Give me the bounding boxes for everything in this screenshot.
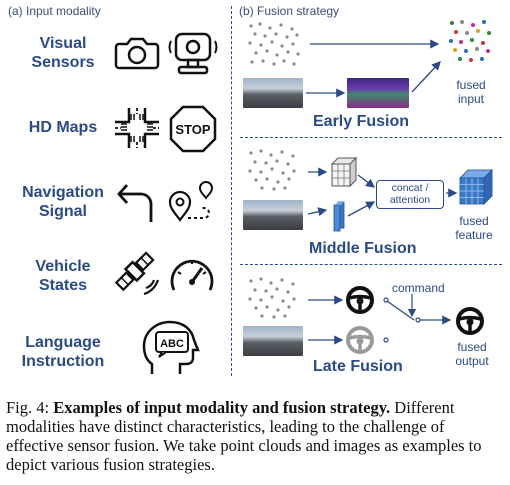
section-separator (240, 137, 502, 138)
section-separator (240, 264, 502, 265)
modality-label-vehicle-states: Vehicle States (14, 257, 112, 295)
output-label-line: input (457, 92, 485, 106)
middle-fusion-title: Middle Fusion (309, 240, 417, 257)
steering-wheel-icon (346, 286, 374, 314)
stop-sign-icon: STOP (169, 105, 217, 153)
modality-label-line: Language (25, 334, 101, 351)
modality-label-line: Visual (39, 35, 87, 52)
late-fusion-output-label: fused output (446, 340, 498, 368)
speedometer-icon (170, 259, 214, 291)
early-fusion-arrows (306, 39, 441, 98)
camera-icon (114, 37, 160, 70)
output-label-line: fused (459, 214, 489, 228)
output-label-line: feature (455, 228, 493, 242)
concat-attention-box: concat / attention (376, 180, 444, 209)
camera-image (243, 326, 303, 356)
early-fusion-title: Early Fusion (313, 113, 410, 130)
modality-label-language-instruction: Language Instruction (8, 333, 118, 371)
fused-feature-cube (459, 169, 493, 205)
panel-divider (231, 6, 232, 376)
speaking-head-icon: ABC (142, 320, 200, 374)
figure-caption: Fig. 4: Examples of input modality and f… (6, 398, 504, 474)
modality-label-line: HD Maps (28, 119, 98, 136)
modality-label-hd-maps: HD Maps (14, 118, 112, 137)
satellite-icon (114, 251, 160, 296)
point-cloud (248, 22, 300, 66)
webcam-icon (168, 32, 218, 75)
abc-text: ABC (160, 338, 184, 350)
fusion-strategy-title: (b) Fusion strategy (239, 4, 340, 18)
point-feature-cube (330, 156, 358, 188)
route-pin-icon (168, 181, 214, 222)
output-label-line: fused (457, 340, 487, 354)
input-modality-title: (a) Input modality (8, 4, 101, 18)
late-fusion-title: Late Fusion (313, 358, 403, 375)
point-cloud (248, 149, 296, 191)
modality-label-visual-sensors: Visual Sensors (14, 34, 112, 72)
segmentation-image (347, 78, 409, 108)
colored-point-cloud (449, 20, 491, 62)
output-label-line: fused (456, 78, 486, 92)
early-fusion-output-label: fused input (446, 78, 496, 106)
stop-sign-text: STOP (175, 122, 210, 137)
modality-label-line: Vehicle (35, 258, 91, 275)
caption-body: Different modalities have distinct chara… (6, 398, 482, 474)
modality-label-line: Instruction (21, 353, 105, 370)
camera-image (243, 200, 303, 230)
middle-fusion-diagram (307, 156, 493, 232)
steering-wheel-icon (456, 307, 484, 335)
modality-label-line: Sensors (31, 54, 95, 71)
modality-label-line: Signal (38, 203, 87, 220)
intersection-icon (115, 108, 159, 148)
late-fusion-diagram (308, 286, 484, 354)
modality-label-line: Navigation (22, 184, 104, 201)
image-feature-slab (333, 201, 345, 232)
concat-box-line: attention (389, 194, 431, 206)
middle-fusion-output-label: fused feature (448, 214, 500, 242)
command-label: command (392, 281, 445, 295)
point-cloud (248, 277, 296, 319)
concat-box-line: concat / (391, 182, 429, 194)
caption-bold: Examples of input modality and fusion st… (53, 398, 391, 417)
modality-label-navigation-signal: Navigation Signal (14, 183, 112, 221)
modality-label-line: States (38, 277, 88, 294)
output-label-line: output (455, 354, 489, 368)
caption-prefix: Fig. 4: (6, 398, 54, 417)
camera-image (243, 78, 303, 108)
steering-wheel-icon (346, 326, 374, 354)
turn-left-arrow-icon (117, 184, 153, 222)
